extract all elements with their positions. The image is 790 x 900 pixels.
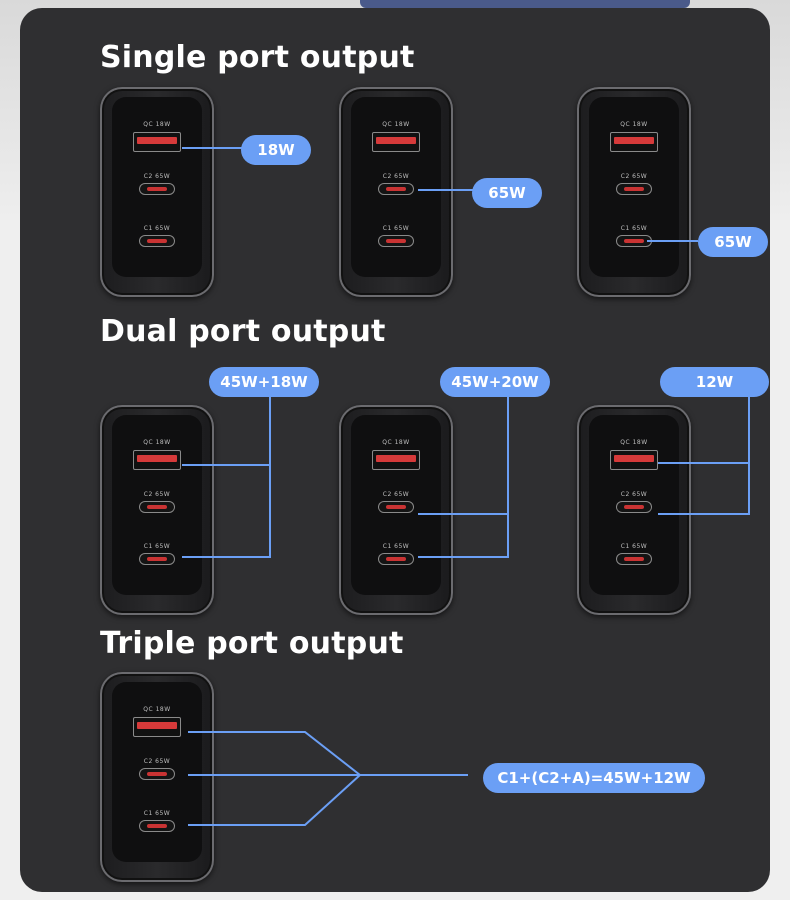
usb-a-port (610, 450, 658, 470)
usb-a-port (372, 450, 420, 470)
port-label-c1: C1 65W (143, 543, 171, 550)
charger-dual-a-c2: QC 18W C2 65W C1 65W (577, 405, 691, 615)
port-label-c2: C2 65W (143, 173, 171, 180)
charger-single-a: QC 18W C2 65W C1 65W (100, 87, 214, 297)
port-label-c2: C2 65W (620, 173, 648, 180)
usb-c2-port (139, 768, 175, 780)
usb-c2-port (616, 183, 652, 195)
port-label-c1: C1 65W (620, 225, 648, 232)
decorative-tab (360, 0, 690, 8)
charger-face: QC 18W C2 65W C1 65W (112, 415, 202, 595)
port-label-usb-a: QC 18W (382, 439, 410, 446)
output-pill-single-c1: 65W (698, 227, 768, 257)
usb-c1-port (378, 235, 414, 247)
port-label-usb-a: QC 18W (620, 121, 648, 128)
usb-c2-port (378, 183, 414, 195)
port-label-c2: C2 65W (143, 758, 171, 765)
port-label-usb-a: QC 18W (143, 439, 171, 446)
usb-c2-port (378, 501, 414, 513)
heading-dual-port: Dual port output (100, 314, 386, 349)
port-label-c1: C1 65W (620, 543, 648, 550)
heading-single-port: Single port output (100, 40, 415, 75)
port-label-c2: C2 65W (382, 173, 410, 180)
charger-single-c1: QC 18W C2 65W C1 65W (577, 87, 691, 297)
port-label-usb-a: QC 18W (143, 121, 171, 128)
usb-c1-port (616, 553, 652, 565)
port-label-usb-a: QC 18W (143, 706, 171, 713)
usb-a-port (133, 132, 181, 152)
port-label-c1: C1 65W (143, 810, 171, 817)
usb-c2-port (616, 501, 652, 513)
port-label-usb-a: QC 18W (620, 439, 648, 446)
port-label-c2: C2 65W (620, 491, 648, 498)
charger-face: QC 18W C2 65W C1 65W (112, 97, 202, 277)
charger-face: QC 18W C2 65W C1 65W (589, 97, 679, 277)
usb-a-port (372, 132, 420, 152)
port-label-c1: C1 65W (143, 225, 171, 232)
usb-c1-port (616, 235, 652, 247)
usb-c2-port (139, 501, 175, 513)
output-pill-triple: C1+(C2+A)=45W+12W (483, 763, 705, 793)
output-pill-dual-2: 45W+20W (440, 367, 550, 397)
heading-triple-port: Triple port output (100, 626, 404, 661)
usb-c2-port (139, 183, 175, 195)
port-label-c1: C1 65W (382, 225, 410, 232)
port-label-c1: C1 65W (382, 543, 410, 550)
charger-face: QC 18W C2 65W C1 65W (112, 682, 202, 862)
charger-dual-c1-c2: QC 18W C2 65W C1 65W (339, 405, 453, 615)
usb-a-port (610, 132, 658, 152)
output-pill-dual-1: 45W+18W (209, 367, 319, 397)
usb-c1-port (139, 235, 175, 247)
usb-c1-port (378, 553, 414, 565)
port-label-c2: C2 65W (143, 491, 171, 498)
output-pill-single-a: 18W (241, 135, 311, 165)
usb-a-port (133, 717, 181, 737)
usb-c1-port (139, 553, 175, 565)
charger-single-c2: QC 18W C2 65W C1 65W (339, 87, 453, 297)
port-label-c2: C2 65W (382, 491, 410, 498)
output-pill-single-c2: 65W (472, 178, 542, 208)
charger-dual-c1-a: QC 18W C2 65W C1 65W (100, 405, 214, 615)
usb-a-port (133, 450, 181, 470)
charger-triple: QC 18W C2 65W C1 65W (100, 672, 214, 882)
output-pill-dual-3: 12W (660, 367, 769, 397)
charger-face: QC 18W C2 65W C1 65W (589, 415, 679, 595)
charger-face: QC 18W C2 65W C1 65W (351, 415, 441, 595)
port-label-usb-a: QC 18W (382, 121, 410, 128)
usb-c1-port (139, 820, 175, 832)
charger-face: QC 18W C2 65W C1 65W (351, 97, 441, 277)
